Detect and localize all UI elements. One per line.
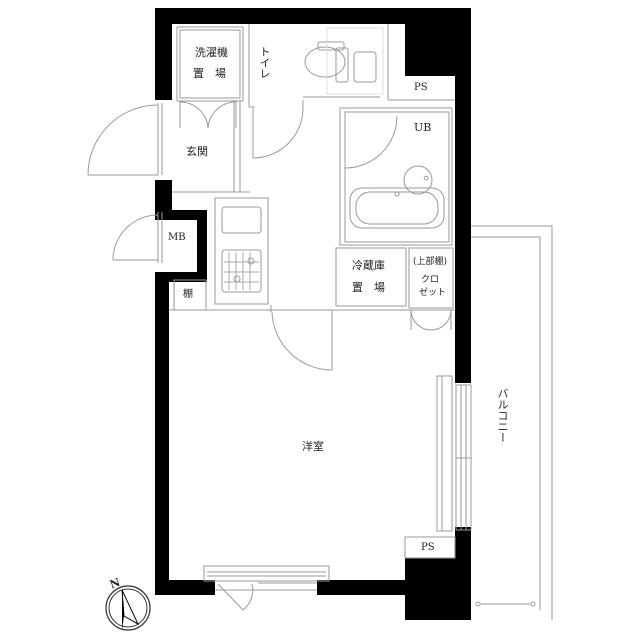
closet-label-1: (上部棚) [413,257,448,267]
walls [155,8,471,620]
washer-label-2: 置 場 [193,67,226,80]
unit-bath-label: UB [414,121,432,134]
meter-box-label: MB [168,232,186,243]
fridge-label-1: 冷蔵庫 [352,259,385,272]
ps-top-label: PS [414,82,428,93]
interior-lines [87,24,553,620]
fridge-label-2: 置 場 [352,281,385,294]
closet-label-2: クロ [421,275,440,285]
western-room-label: 洋室 [302,440,324,453]
shelf-label: 棚 [183,289,193,300]
compass-icon [105,585,151,631]
ps-bottom-label: PS [421,542,435,553]
balcony-label: バルコニー [496,388,509,443]
closet-label-3: ゼット [419,288,447,298]
toilet-label: トイレ [258,46,271,79]
entrance-label: 玄関 [186,145,208,158]
washer-label-1: 洗濯機 [195,46,228,59]
